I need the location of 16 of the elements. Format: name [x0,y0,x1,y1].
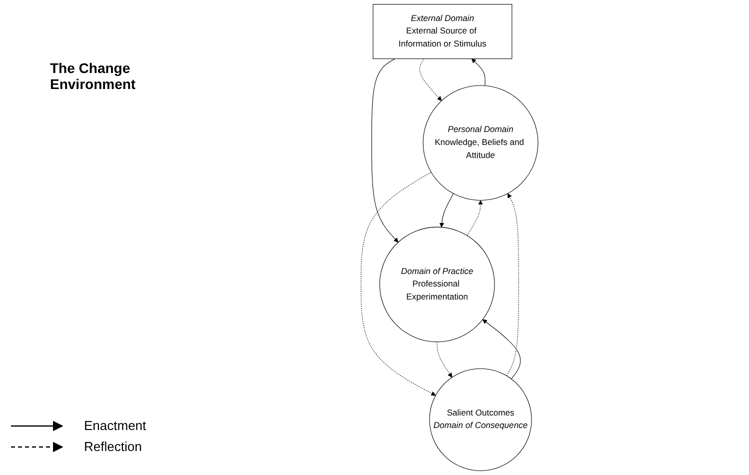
arrow [436,342,452,378]
node-circle: Personal Domain Knowledge, Beliefs and Attitude [422,85,538,201]
legend-label: Reflection [84,439,142,454]
node-circle: Domain of Practice Professional Experimentation [379,226,495,342]
diagram-title: The Change Environment [50,60,137,92]
node-box: External Domain External Source of Information or Stimulus [372,4,512,60]
arrow [360,172,436,396]
arrow [471,58,486,86]
node-circle: Salient Outcomes Domain of Consequence [429,368,532,471]
arrow [371,58,398,243]
arrow [466,200,483,236]
arrow [439,193,454,228]
arrow [506,193,519,376]
arrow [482,319,521,380]
legend-label: Enactment [84,418,146,433]
arrow [419,58,442,101]
